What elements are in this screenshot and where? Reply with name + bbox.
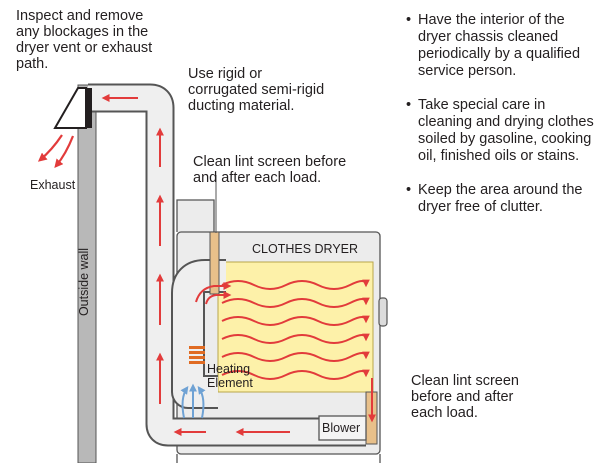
tips-list: Have the interior of the dryer chassis c… bbox=[406, 12, 596, 233]
heating-element bbox=[189, 346, 205, 364]
airflow-arrows bbox=[101, 94, 376, 436]
ducting-label: Use rigid or corrugated semi-rigid ducti… bbox=[188, 66, 324, 114]
heating-line-2: Element bbox=[207, 376, 253, 390]
heating-line-1: Heating bbox=[207, 362, 251, 376]
intake-air-arrows bbox=[180, 383, 206, 419]
dryer-door-handle bbox=[378, 297, 388, 327]
lint-bottom-line-2: before and after bbox=[411, 389, 514, 405]
inspect-line-1: Inspect and remove bbox=[16, 8, 144, 24]
dryer-drum bbox=[217, 261, 374, 393]
exhaust-arrows bbox=[37, 134, 75, 169]
heating-element-label: Heating Element bbox=[207, 362, 253, 390]
exhaust-hood bbox=[53, 87, 92, 129]
tip-item: Take special care in cleaning and drying… bbox=[406, 97, 596, 165]
hot-air-arrows bbox=[195, 282, 232, 305]
lint-bottom-line-3: each load. bbox=[411, 405, 478, 421]
blower-box bbox=[318, 415, 367, 441]
inspect-line-4: path. bbox=[16, 56, 49, 72]
ducting-line-2: corrugated semi-rigid bbox=[188, 82, 325, 98]
ducting-line-1: Use rigid or bbox=[188, 66, 263, 82]
lint-top-label: Clean lint screen before and after each … bbox=[193, 154, 346, 186]
lint-top-line-2: and after each load. bbox=[193, 170, 322, 186]
tip-item: Keep the area around the dryer free of c… bbox=[406, 182, 596, 216]
inspect-line-3: dryer vent or exhaust bbox=[16, 40, 153, 56]
lint-bottom-line-1: Clean lint screen bbox=[411, 373, 519, 389]
outside-wall bbox=[77, 84, 97, 463]
outside-wall-label: Outside wall bbox=[77, 247, 91, 317]
blower-label: Blower bbox=[322, 421, 361, 435]
exhaust-label: Exhaust bbox=[30, 178, 76, 192]
ducting-line-3: ducting material. bbox=[188, 98, 295, 114]
lint-top-line-1: Clean lint screen before bbox=[193, 154, 347, 170]
lint-screen-top bbox=[209, 231, 220, 295]
lint-bottom-label: Clean lint screen before and after each … bbox=[411, 373, 519, 421]
clothes-dryer-label: CLOTHES DRYER bbox=[252, 242, 359, 256]
inspect-label: Inspect and remove any blockages in the … bbox=[16, 8, 152, 72]
drum-air-waves bbox=[221, 279, 370, 380]
inspect-line-2: any blockages in the bbox=[16, 24, 149, 40]
tip-item: Have the interior of the dryer chassis c… bbox=[406, 12, 596, 80]
